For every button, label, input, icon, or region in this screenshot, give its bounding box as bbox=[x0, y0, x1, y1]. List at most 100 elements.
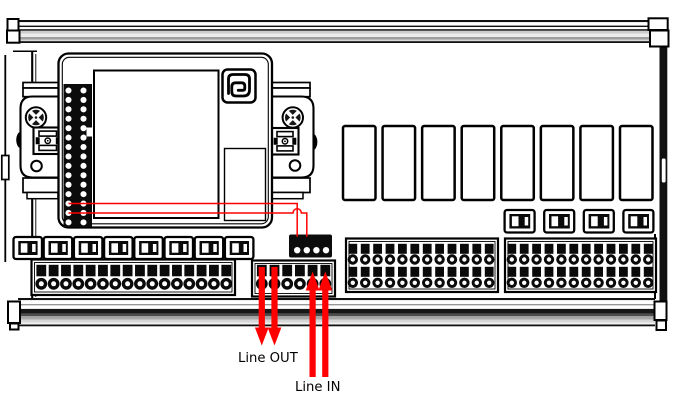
brand-logo-icon bbox=[221, 68, 257, 104]
terminal bbox=[556, 243, 567, 265]
terminal bbox=[134, 264, 146, 290]
rail-end-clamp bbox=[647, 17, 669, 31]
rail-stripe bbox=[18, 305, 655, 309]
terminal bbox=[372, 243, 383, 265]
pin-dot bbox=[80, 87, 87, 94]
rail-stripe bbox=[18, 298, 655, 301]
terminal bbox=[422, 243, 433, 265]
terminal bbox=[183, 264, 196, 290]
line-in-arrows bbox=[305, 271, 333, 377]
pin-dot bbox=[65, 125, 72, 132]
terminal bbox=[109, 264, 122, 290]
terminal bbox=[506, 243, 517, 265]
relay-slot bbox=[460, 124, 496, 202]
terminal bbox=[593, 266, 604, 288]
pin-dot bbox=[65, 181, 72, 188]
terminal bbox=[605, 243, 617, 265]
terminal bbox=[409, 266, 420, 288]
terminal bbox=[171, 264, 183, 290]
din-rail-end-clamps bbox=[6, 17, 670, 331]
jumper-connector bbox=[133, 235, 164, 261]
terminal bbox=[35, 264, 48, 290]
bracket-flange-top bbox=[22, 87, 63, 98]
jumper-row-right bbox=[503, 208, 655, 234]
terminal bbox=[281, 264, 294, 290]
terminal bbox=[618, 243, 629, 265]
wire-line-1 bbox=[68, 202, 298, 237]
pin-dot bbox=[80, 153, 87, 160]
screw-icon bbox=[281, 106, 304, 129]
terminal bbox=[531, 243, 542, 265]
relay-slot bbox=[381, 124, 417, 202]
terminal-block-frame-inner bbox=[254, 263, 333, 294]
terminal bbox=[519, 243, 530, 265]
rail-end-clamp bbox=[655, 319, 667, 331]
rail-stripe bbox=[18, 20, 652, 23]
rail-end-clamp bbox=[6, 29, 21, 44]
rail-stripe bbox=[18, 29, 652, 31]
jumper-connector bbox=[42, 235, 74, 261]
jumper-connector bbox=[163, 235, 195, 261]
pin-dot bbox=[65, 172, 72, 179]
chassis-right-slot bbox=[661, 158, 666, 183]
logo-glyph bbox=[227, 73, 251, 98]
line-out-arrows bbox=[254, 267, 282, 346]
pin-dot bbox=[65, 153, 72, 160]
terminal bbox=[347, 243, 358, 265]
rail-stripe bbox=[18, 313, 655, 317]
terminal bbox=[60, 264, 72, 290]
terminal bbox=[446, 266, 458, 288]
terminal bbox=[220, 264, 233, 290]
pin-dot bbox=[80, 172, 87, 179]
relay-slot bbox=[500, 124, 536, 202]
terminal bbox=[543, 243, 555, 265]
line-in-arrow bbox=[305, 271, 320, 377]
terminal bbox=[434, 243, 445, 265]
bracket-flange-bottom bbox=[267, 177, 311, 194]
pin-dot bbox=[80, 191, 87, 198]
terminal bbox=[294, 264, 306, 290]
terminal bbox=[360, 243, 371, 265]
terminal bbox=[384, 266, 396, 288]
terminal bbox=[384, 243, 396, 265]
controller-module bbox=[57, 52, 274, 229]
pin-dot bbox=[80, 96, 87, 103]
line-in-arrow bbox=[318, 271, 333, 377]
relay-slot bbox=[341, 124, 377, 202]
connector-4pin bbox=[289, 234, 332, 258]
terminal bbox=[195, 264, 208, 290]
terminal bbox=[47, 264, 60, 290]
terminal bbox=[97, 264, 109, 290]
terminal bbox=[484, 243, 495, 265]
line-out-arrow bbox=[267, 267, 282, 346]
terminal bbox=[146, 264, 159, 290]
pin-header bbox=[63, 84, 92, 227]
bracket-flange-top bbox=[267, 87, 311, 98]
rail-stripe bbox=[18, 41, 652, 43]
connector-pin bbox=[322, 247, 330, 254]
rail-stripe bbox=[18, 304, 655, 306]
pin-dot bbox=[80, 181, 87, 188]
connector-symbol-icon bbox=[270, 126, 300, 156]
bracket-lip bbox=[271, 191, 304, 200]
terminal bbox=[347, 266, 358, 288]
pin-dot bbox=[65, 143, 72, 151]
rail-stripe bbox=[18, 308, 655, 314]
terminal bbox=[484, 266, 495, 288]
terminal bbox=[556, 266, 567, 288]
jumper-connector bbox=[622, 208, 655, 234]
terminal-block-frame bbox=[503, 237, 658, 294]
pin-dot bbox=[65, 87, 72, 94]
terminal-block-right-2 bbox=[503, 237, 658, 294]
pin-dot bbox=[80, 115, 87, 122]
terminal-block-frame-inner bbox=[507, 241, 654, 290]
rail-stripe bbox=[18, 322, 655, 325]
terminal bbox=[618, 266, 629, 288]
connector-pin bbox=[294, 247, 301, 254]
terminal bbox=[581, 266, 592, 288]
terminal bbox=[208, 264, 220, 290]
pin-dot bbox=[65, 115, 72, 122]
mounting-bracket-left bbox=[16, 81, 65, 200]
pin-dot bbox=[80, 143, 87, 151]
